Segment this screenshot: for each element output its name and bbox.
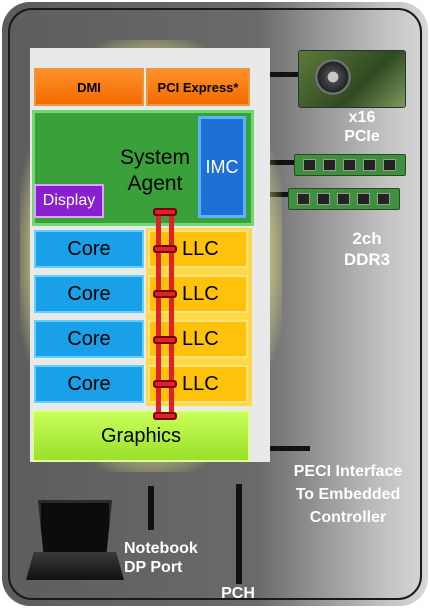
ring-bus-stop bbox=[153, 380, 177, 388]
llc-block: LLC bbox=[148, 275, 248, 313]
pch-connector bbox=[236, 484, 242, 584]
dp-port-connector bbox=[148, 486, 154, 530]
pci-express-label: PCI Express* bbox=[157, 79, 239, 95]
peci-label-line2: To Embedded bbox=[295, 486, 401, 503]
system-agent-label-line2: Agent bbox=[127, 172, 183, 195]
peci-connector bbox=[268, 446, 310, 451]
core-label: Core bbox=[67, 282, 111, 305]
ddr3-dimm-icon bbox=[288, 188, 400, 210]
llc-label: LLC bbox=[182, 237, 219, 260]
imc-label: IMC bbox=[205, 156, 239, 177]
ring-bus-left-rail bbox=[156, 212, 161, 418]
frame-border bbox=[8, 8, 422, 600]
ring-bus-right-rail bbox=[169, 212, 174, 418]
llc-block: LLC bbox=[148, 230, 248, 268]
memory-chip-icon bbox=[377, 193, 390, 205]
ring-bus-stop bbox=[153, 290, 177, 298]
memory-chip-icon bbox=[323, 159, 336, 171]
memory-chip-icon bbox=[383, 159, 396, 171]
dmi-label: DMI bbox=[77, 79, 101, 95]
system-agent-label-line1: System bbox=[119, 146, 190, 169]
imc-block: IMC bbox=[198, 116, 246, 218]
fan-icon bbox=[315, 59, 351, 95]
laptop-icon bbox=[38, 500, 112, 558]
peci-label: PECI Interface To Embedded Controller bbox=[276, 460, 420, 529]
ring-bus-stop bbox=[153, 208, 177, 216]
notebook-dp-label: Notebook DP Port bbox=[124, 539, 224, 577]
memory-chip-icon bbox=[303, 159, 316, 171]
memory-chip-icon bbox=[337, 193, 350, 205]
memory-chip-icon bbox=[317, 193, 330, 205]
pcie-label-line2: PCIe bbox=[344, 128, 380, 145]
peci-label-line3: Controller bbox=[309, 509, 387, 526]
pch-label: PCH bbox=[221, 585, 255, 602]
pcie-graphics-card-image bbox=[298, 50, 406, 108]
ring-bus-stop bbox=[153, 412, 177, 420]
memory-chip-icon bbox=[343, 159, 356, 171]
ddr3-label: 2ch DDR3 bbox=[322, 228, 412, 270]
llc-label: LLC bbox=[182, 372, 219, 395]
pcie-connector bbox=[268, 72, 298, 77]
core-block: Core bbox=[34, 320, 144, 358]
dmi-block: DMI bbox=[34, 68, 144, 106]
core-block: Core bbox=[34, 275, 144, 313]
graphics-label: Graphics bbox=[100, 424, 182, 447]
llc-label: LLC bbox=[182, 327, 219, 350]
ddr3-label-line2: DDR3 bbox=[343, 250, 391, 269]
display-label: Display bbox=[42, 192, 96, 209]
ring-bus-stop bbox=[153, 245, 177, 253]
memory-chip-icon bbox=[363, 159, 376, 171]
notebook-label-line2: DP Port bbox=[124, 559, 183, 576]
pci-express-block: PCI Express* bbox=[146, 68, 250, 106]
llc-label: LLC bbox=[182, 282, 219, 305]
pcie-label: x16 PCIe bbox=[322, 108, 402, 146]
peci-label-line1: PECI Interface bbox=[293, 463, 403, 480]
core-block: Core bbox=[34, 230, 144, 268]
core-block: Core bbox=[34, 365, 144, 403]
ring-bus-stop bbox=[153, 336, 177, 344]
memory-chip-icon bbox=[357, 193, 370, 205]
core-label: Core bbox=[67, 237, 111, 260]
pcie-label-line1: x16 bbox=[348, 109, 376, 126]
ddr3-label-line1: 2ch bbox=[352, 229, 382, 248]
ddr3-dimm-icon bbox=[294, 154, 406, 176]
notebook-label-line1: Notebook bbox=[124, 540, 198, 557]
core-label: Core bbox=[67, 327, 111, 350]
memory-chip-icon bbox=[297, 193, 310, 205]
core-label: Core bbox=[67, 372, 111, 395]
display-block: Display bbox=[34, 184, 104, 218]
system-agent-label: System Agent bbox=[100, 145, 210, 197]
laptop-keyboard-icon bbox=[26, 552, 124, 580]
graphics-block: Graphics bbox=[32, 410, 250, 462]
